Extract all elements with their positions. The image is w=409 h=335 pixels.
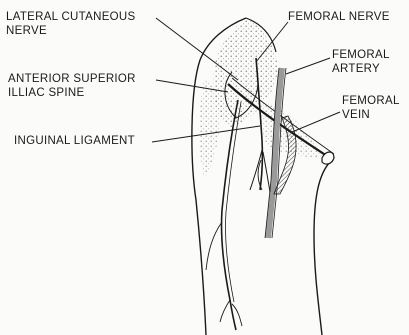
label-femoral-vein: FEMORAL VEIN [342, 94, 400, 122]
leader-femoral-artery [286, 58, 330, 74]
medial-thigh-outline [314, 162, 330, 335]
lateral-nerve-branch-2 [220, 300, 230, 322]
leader-femoral-vein [292, 112, 340, 132]
label-inguinal-ligament: INGUINAL LIGAMENT [14, 134, 135, 148]
lateral-nerve-branch [206, 222, 222, 270]
femoral-nerve-branch-2 [263, 152, 270, 192]
label-anterior-superior-iliac-spine: ANTERIOR SUPERIOR ILLIAC SPINE [8, 72, 136, 100]
label-lateral-cutaneous-nerve: LATERAL CUTANEOUS NERVE [6, 10, 136, 38]
lateral-cutaneous-nerve-2 [225, 102, 241, 302]
label-femoral-artery: FEMORAL ARTERY [332, 48, 390, 76]
label-femoral-nerve: FEMORAL NERVE [288, 10, 390, 24]
